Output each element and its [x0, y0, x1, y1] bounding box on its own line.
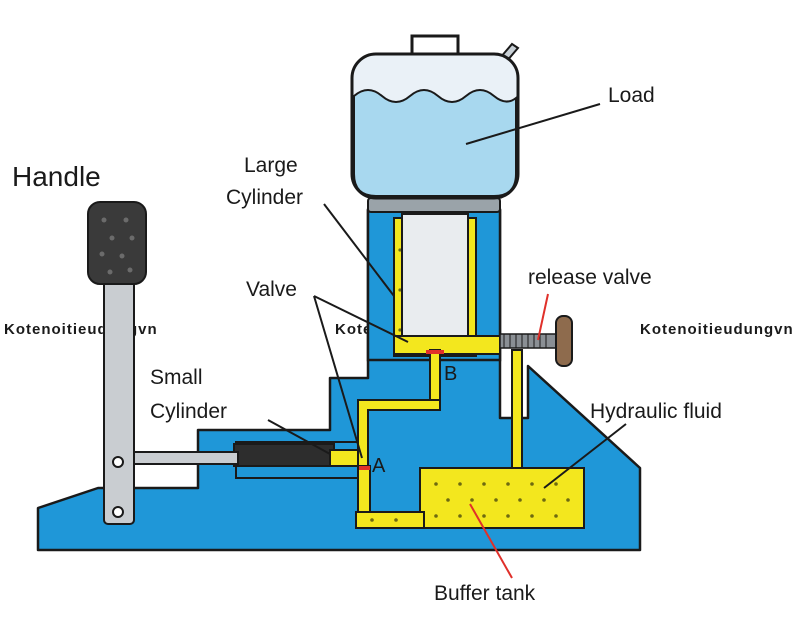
label-large-cylinder-line2: Cylinder — [226, 186, 303, 209]
watermark-right: Kotenoitieudungvn — [640, 321, 794, 338]
load-container — [350, 34, 520, 200]
handle-lever — [87, 201, 147, 525]
release-valve-leader — [537, 293, 549, 341]
release-valve-screw — [499, 315, 573, 367]
label-buffer-tank: Buffer tank — [434, 582, 536, 605]
label-large-cylinder-line1: Large — [244, 154, 298, 177]
buffer-tank-dots — [370, 248, 570, 522]
valve-b-marker — [426, 350, 444, 354]
buffer-tank-leader — [469, 503, 513, 579]
label-point-a: A — [372, 455, 386, 477]
label-point-b: B — [444, 363, 457, 385]
label-hydraulic-fluid: Hydraulic fluid — [590, 400, 722, 423]
label-valve: Valve — [246, 278, 297, 301]
piston-plate — [367, 197, 501, 213]
label-handle: Handle — [12, 161, 101, 192]
label-release-valve: release valve — [528, 266, 652, 289]
label-small-cylinder-line1: Small — [150, 366, 203, 389]
label-load: Load — [608, 84, 655, 107]
leader-lines — [267, 103, 627, 489]
valve-a-marker — [354, 466, 370, 470]
small-cylinder — [111, 441, 359, 479]
handle-grip — [87, 201, 147, 285]
label-small-cylinder-line2: Cylinder — [150, 400, 227, 423]
large-cylinder-piston — [401, 213, 469, 337]
